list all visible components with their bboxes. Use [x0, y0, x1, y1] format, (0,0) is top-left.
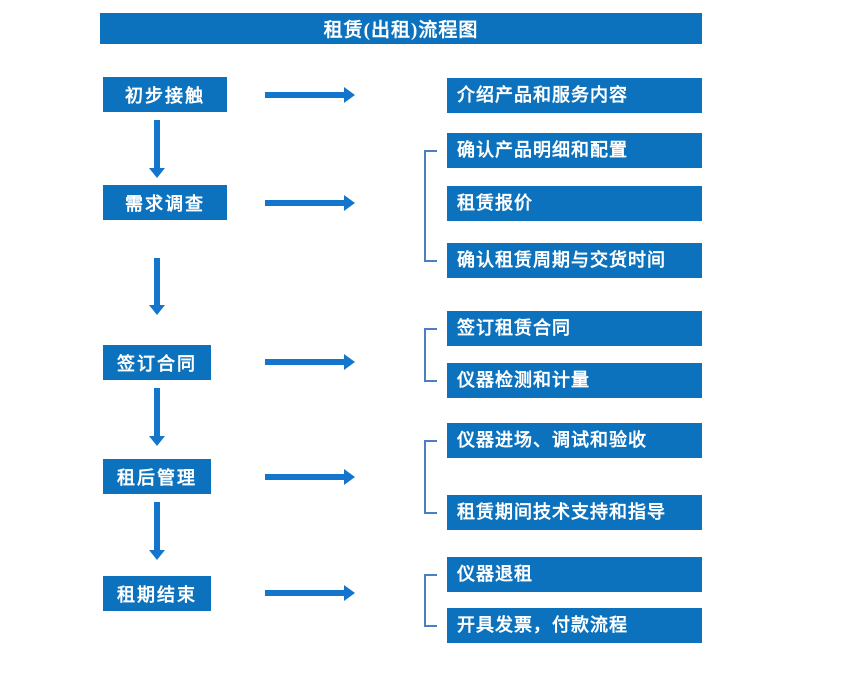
- detail-box-intro-products: 介绍产品和服务内容: [447, 78, 702, 113]
- detail-box-confirm-product-config: 确认产品明细和配置: [447, 133, 702, 168]
- step-box-lease-end: 租期结束: [103, 576, 211, 611]
- arrow-right-icon: [265, 87, 355, 103]
- detail-box-invoice-payment: 开具发票，付款流程: [447, 608, 702, 643]
- arrow-right-icon: [265, 585, 355, 601]
- step-box-post-rental-management: 租后管理: [103, 459, 211, 494]
- group-bracket: [424, 328, 437, 382]
- group-bracket: [424, 440, 437, 514]
- arrow-right-icon: [265, 195, 355, 211]
- arrow-down-icon: [149, 502, 165, 560]
- arrow-down-icon: [149, 258, 165, 315]
- detail-box-confirm-period: 确认租赁周期与交货时间: [447, 243, 702, 278]
- step-box-demand-survey: 需求调查: [103, 185, 227, 220]
- step-box-initial-contact: 初步接触: [103, 77, 227, 112]
- detail-box-tech-support: 租赁期间技术支持和指导: [447, 495, 702, 530]
- detail-box-instrument-setup: 仪器进场、调试和验收: [447, 423, 702, 458]
- arrow-right-icon: [265, 469, 355, 485]
- arrow-down-icon: [149, 388, 165, 446]
- arrow-right-icon: [265, 354, 355, 370]
- arrow-down-icon: [149, 120, 165, 178]
- detail-box-rental-quote: 租赁报价: [447, 186, 702, 221]
- title-bar: 租赁(出租)流程图: [100, 13, 702, 44]
- detail-box-instrument-return: 仪器退租: [447, 557, 702, 592]
- group-bracket: [424, 574, 437, 627]
- page-title: 租赁(出租)流程图: [323, 20, 479, 41]
- group-bracket: [424, 150, 437, 262]
- detail-box-sign-lease-contract: 签订租赁合同: [447, 311, 702, 346]
- step-box-sign-contract: 签订合同: [103, 345, 211, 380]
- detail-box-instrument-inspection: 仪器检测和计量: [447, 363, 702, 398]
